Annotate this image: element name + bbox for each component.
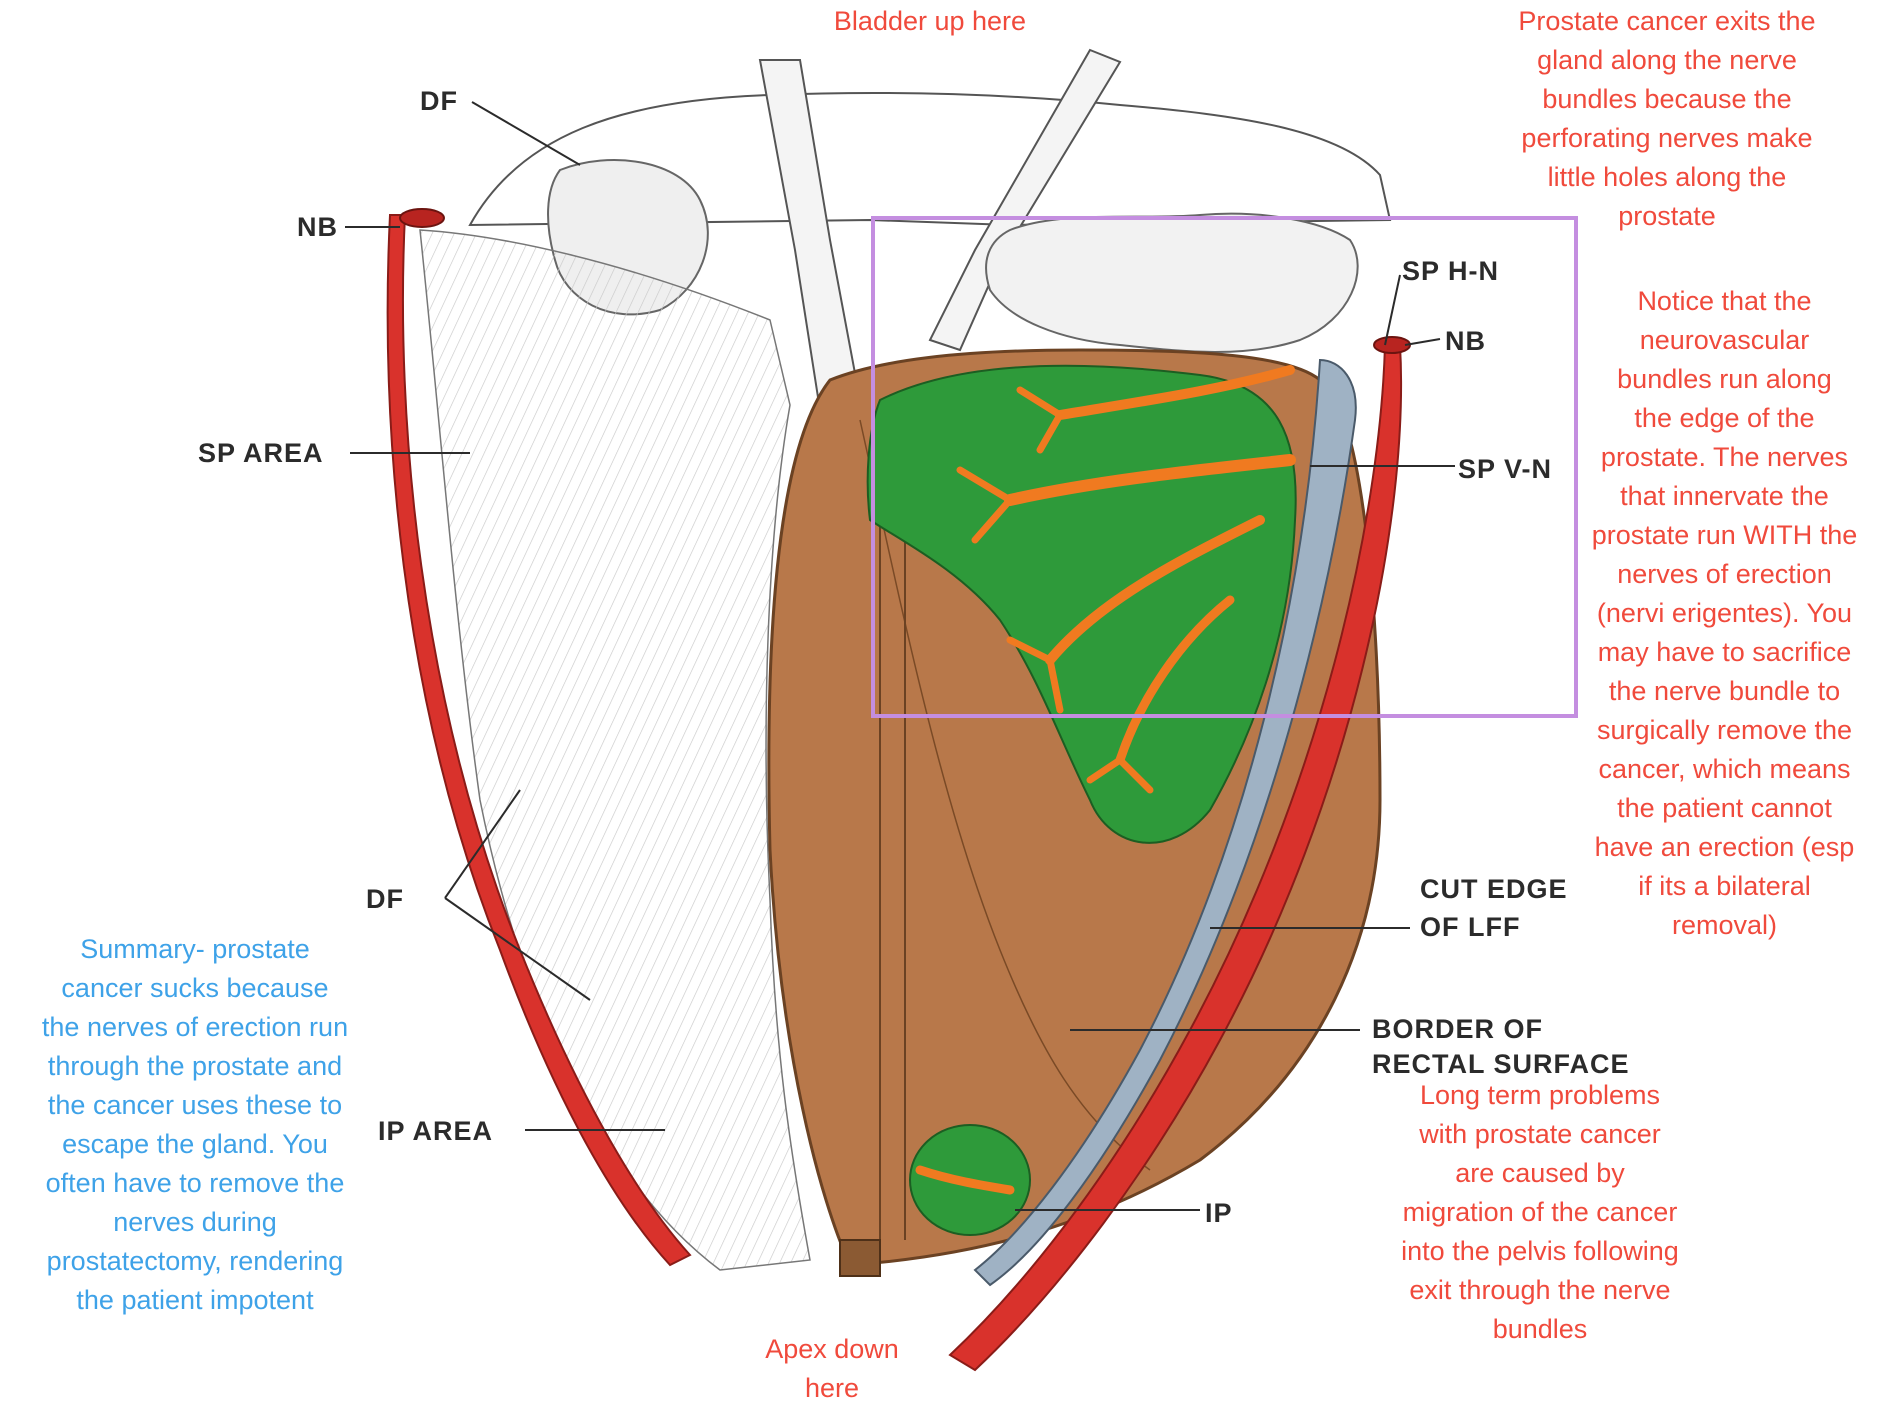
label-sp-area: SP AREA: [198, 438, 324, 468]
annotation-line: the edge of the: [1566, 399, 1883, 438]
annotation-line: the cancer uses these to: [0, 1086, 390, 1125]
annotation-line: bundles because the: [1462, 80, 1872, 119]
label-cut-edge-1: CUT EDGE: [1420, 874, 1568, 904]
annotation-bladder: Bladder up here: [780, 2, 1080, 41]
annotation-line: neurovascular: [1566, 321, 1883, 360]
annotation-line: may have to sacrifice: [1566, 633, 1883, 672]
annotation-apex: Apex down here: [702, 1330, 962, 1408]
apex-stump: [840, 1240, 880, 1276]
annotation-line: with prostate cancer: [1350, 1115, 1730, 1154]
label-nb-right: NB: [1445, 326, 1486, 356]
right-vessel-top: [1374, 337, 1410, 353]
label-ip-area: IP AREA: [378, 1116, 493, 1146]
annotation-line: that innervate the: [1566, 477, 1883, 516]
annotation-line: here: [702, 1369, 962, 1408]
label-sp-hn: SP H-N: [1402, 256, 1499, 286]
annotation-line: surgically remove the: [1566, 711, 1883, 750]
annotation-line: prostate run WITH the: [1566, 516, 1883, 555]
label-df-top: DF: [420, 86, 458, 116]
annotation-notice: Notice that the neurovascular bundles ru…: [1566, 282, 1883, 945]
annotation-line: the patient cannot: [1566, 789, 1883, 828]
label-border-1: BORDER OF: [1372, 1014, 1543, 1044]
annotation-line: bundles: [1350, 1310, 1730, 1349]
annotation-line: often have to remove the: [0, 1164, 390, 1203]
annotation-line: little holes along the: [1462, 158, 1872, 197]
annotation-line: Long term problems: [1350, 1076, 1730, 1115]
annotation-line: have an erection (esp: [1566, 828, 1883, 867]
annotation-line: Apex down: [702, 1330, 962, 1369]
sp-area-fascia: [420, 230, 810, 1270]
annotation-line: bundles run along: [1566, 360, 1883, 399]
annotation-line: (nervi erigentes). You: [1566, 594, 1883, 633]
annotation-line: cancer, which means: [1566, 750, 1883, 789]
label-border-2: RECTAL SURFACE: [1372, 1049, 1630, 1079]
annotation-line: perforating nerves make: [1462, 119, 1872, 158]
annotation-line: escape the gland. You: [0, 1125, 390, 1164]
annotation-line: prostate: [1462, 197, 1872, 236]
annotation-line: prostatectomy, rendering: [0, 1242, 390, 1281]
annotation-line: Prostate cancer exits the: [1462, 2, 1872, 41]
annotation-line: gland along the nerve: [1462, 41, 1872, 80]
label-ip: IP: [1205, 1198, 1233, 1228]
left-vessel-top: [400, 209, 444, 227]
annotation-line: Notice that the: [1566, 282, 1883, 321]
annotation-line: migration of the cancer: [1350, 1193, 1730, 1232]
annotation-line: into the pelvis following: [1350, 1232, 1730, 1271]
annotation-line: prostate. The nerves: [1566, 438, 1883, 477]
annotation-prostate-exit: Prostate cancer exits the gland along th…: [1462, 2, 1872, 236]
annotation-line: Summary- prostate: [0, 930, 390, 969]
label-cut-edge-2: OF LFF: [1420, 912, 1520, 942]
annotation-line: through the prostate and: [0, 1047, 390, 1086]
annotation-line: cancer sucks because: [0, 969, 390, 1008]
label-sp-vn: SP V-N: [1458, 454, 1552, 484]
annotation-line: if its a bilateral: [1566, 867, 1883, 906]
label-df-bottom: DF: [366, 884, 404, 914]
seminal-vesicle-right: [986, 214, 1358, 352]
annotation-line: the nerve bundle to: [1566, 672, 1883, 711]
annotation-line: the nerves of erection run: [0, 1008, 390, 1047]
annotation-line: removal): [1566, 906, 1883, 945]
annotation-long-term: Long term problems with prostate cancer …: [1350, 1076, 1730, 1349]
annotation-summary: Summary- prostate cancer sucks because t…: [0, 930, 390, 1320]
annotation-line: nerves of erection: [1566, 555, 1883, 594]
annotation-line: exit through the nerve: [1350, 1271, 1730, 1310]
annotation-line: are caused by: [1350, 1154, 1730, 1193]
label-nb-left: NB: [297, 212, 338, 242]
annotation-line: the patient impotent: [0, 1281, 390, 1320]
annotation-line: nerves during: [0, 1203, 390, 1242]
